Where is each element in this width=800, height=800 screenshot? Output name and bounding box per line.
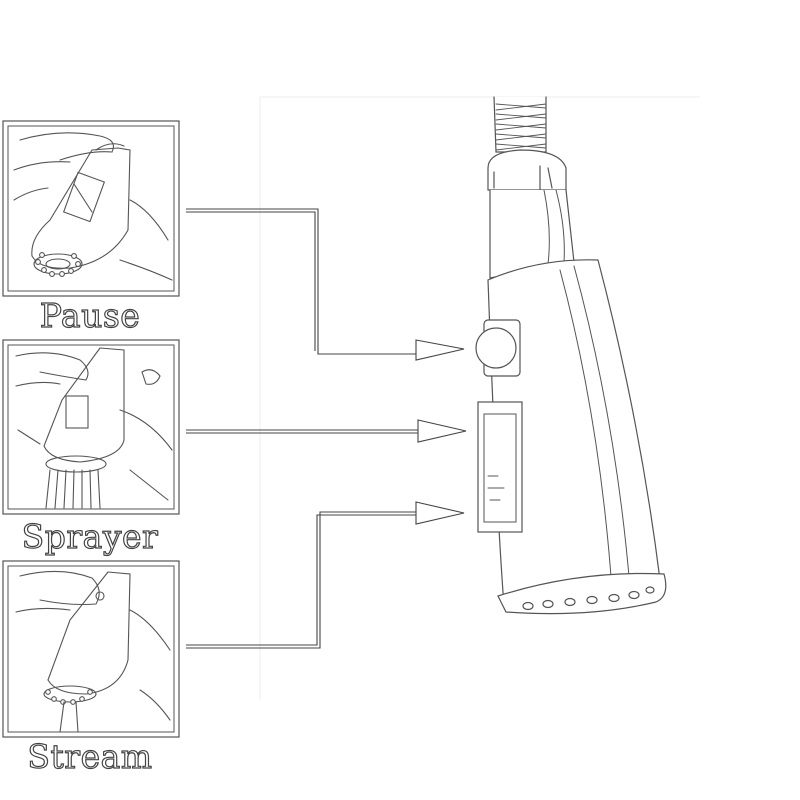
spray-face-nozzles	[522, 586, 655, 611]
sprayer-connector-arrow	[186, 419, 467, 443]
stream-connector-arrow	[186, 501, 465, 649]
faucet-spray-head	[475, 96, 667, 615]
stream-label: Stream	[27, 736, 153, 776]
pause-connector-arrow	[186, 208, 465, 361]
sprayer-flow-icon	[15, 347, 173, 509]
stream-flow-icon	[15, 570, 171, 733]
pause-label: Pause	[39, 295, 141, 335]
braided-hose	[493, 96, 547, 153]
sprayer-panel	[2, 339, 180, 515]
pause-hand-press-icon	[13, 132, 173, 281]
stream-panel	[2, 560, 180, 738]
pause-button-shape	[475, 327, 517, 369]
pause-panel	[2, 120, 180, 297]
sprayer-label: Sprayer	[21, 516, 159, 556]
